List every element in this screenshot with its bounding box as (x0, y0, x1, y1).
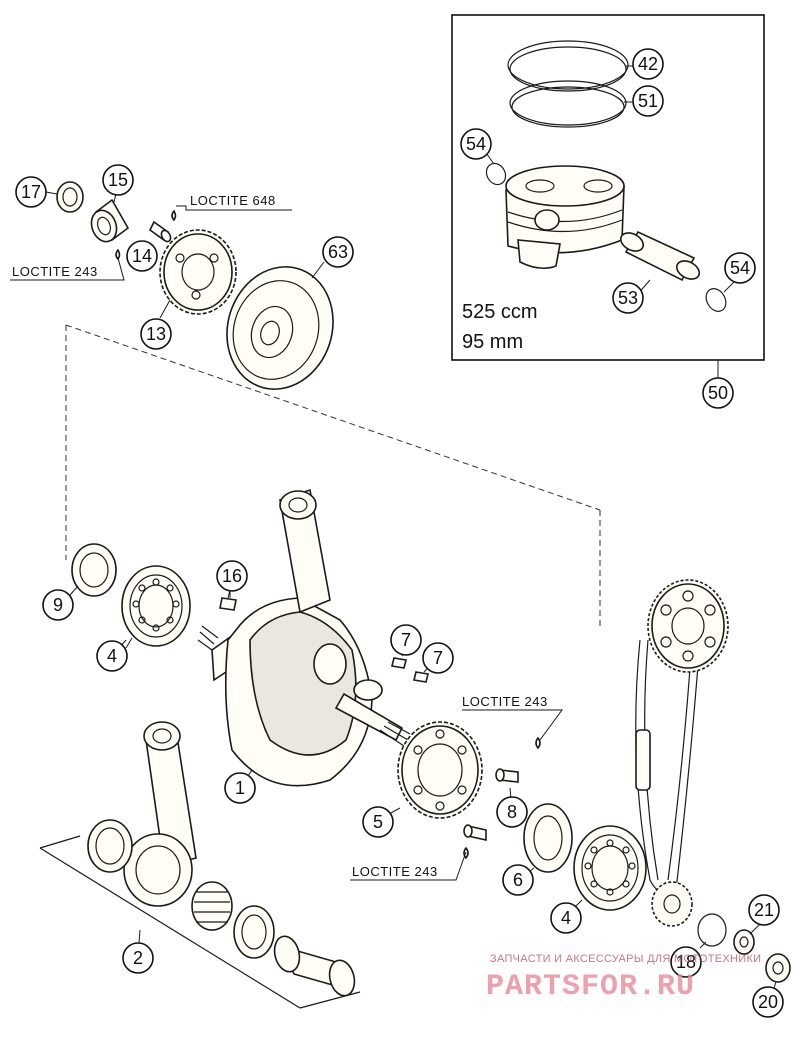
woodruff-key-right (391, 657, 429, 683)
main-bearing-right (573, 825, 647, 911)
svg-text:4: 4 (561, 908, 571, 928)
thrust-washer (523, 803, 573, 873)
callout-51: 51 (632, 85, 664, 117)
callout-4-right: 4 (550, 902, 582, 934)
sprocket-washer (733, 923, 761, 955)
watermark-logo: PARTSFOR.RU (486, 970, 695, 1004)
connecting-rod-kit (39, 721, 361, 1009)
bore-label: 95 mm (462, 331, 523, 353)
callout-13: 13 (140, 318, 172, 350)
svg-text:13: 13 (146, 324, 166, 344)
oil-seal (45, 181, 84, 213)
svg-text:20: 20 (758, 992, 778, 1012)
displacement-label: 525 ccm (462, 301, 538, 323)
callout-50: 50 (702, 377, 734, 409)
callout-42: 42 (632, 48, 664, 80)
callout-15: 15 (102, 164, 134, 196)
svg-text:54: 54 (466, 134, 486, 154)
svg-text:1: 1 (235, 778, 245, 798)
svg-text:51: 51 (638, 91, 658, 111)
callout-2: 2 (122, 942, 154, 974)
svg-text:8: 8 (507, 802, 517, 822)
svg-text:14: 14 (132, 246, 152, 266)
svg-text:63: 63 (328, 242, 348, 262)
crank-pin-washer-right (233, 905, 275, 959)
svg-text:2: 2 (133, 948, 143, 968)
crankshaft (197, 597, 411, 787)
loctite-648-note: LOCTITE 648 (190, 193, 276, 208)
watermark: ЗАПЧАСТИ И АКСЕССУАРЫ ДЛЯ МОТОТЕХНИКИ PA… (486, 953, 761, 1004)
svg-text:7: 7 (433, 648, 443, 668)
svg-text:50: 50 (708, 383, 728, 403)
piston-pin (619, 230, 701, 282)
callout-7-left: 7 (390, 624, 422, 656)
balancer-drive-gear (397, 721, 483, 819)
loctite-243-note-upper: LOCTITE 243 (12, 264, 98, 279)
piston-pin-circlip-left (483, 149, 507, 186)
gear-bolt-lower (463, 824, 487, 860)
svg-text:17: 17 (21, 182, 41, 202)
callout-54-left: 54 (460, 128, 492, 160)
svg-text:15: 15 (108, 170, 128, 190)
gear-bolt-upper (495, 736, 541, 783)
callout-9: 9 (42, 589, 74, 621)
callout-63: 63 (322, 236, 354, 268)
callout-8: 8 (496, 796, 528, 828)
primary-gear (159, 229, 237, 319)
crankshaft-seal (71, 543, 117, 597)
callout-16: 16 (216, 560, 248, 592)
callout-18: 18 (670, 946, 702, 978)
needle-bearing (191, 881, 233, 931)
svg-text:4: 4 (107, 646, 117, 666)
callout-20: 20 (752, 986, 784, 1018)
svg-text:21: 21 (754, 900, 774, 920)
svg-text:18: 18 (676, 952, 696, 972)
callout-7-right: 7 (422, 642, 454, 674)
watermark-tagline: ЗАПЧАСТИ И АКСЕССУАРЫ ДЛЯ МОТОТЕХНИКИ (490, 953, 761, 965)
svg-text:16: 16 (222, 566, 242, 586)
loctite-drop (115, 209, 177, 261)
callout-14: 14 (126, 240, 158, 272)
loctite-243-note-lower: LOCTITE 243 (352, 864, 438, 879)
bushing (90, 193, 130, 243)
woodruff-key-left (219, 592, 237, 611)
svg-text:6: 6 (513, 870, 523, 890)
crankshaft-sprocket (651, 881, 693, 927)
camshaft-sprocket (647, 579, 729, 673)
main-bearing-left (121, 565, 191, 649)
flywheel (226, 261, 334, 390)
sprocket-nut (765, 953, 791, 983)
sprocket-circlip (697, 913, 727, 949)
connecting-rod-upper (279, 488, 331, 614)
piston-pin-circlip-right (705, 279, 737, 312)
crank-pin (273, 935, 356, 997)
gear-screw (148, 220, 172, 243)
loctite-243-note-middle: LOCTITE 243 (462, 694, 548, 709)
piston-ring-second (509, 80, 634, 128)
callout-54-right: 54 (724, 252, 756, 284)
piston-ring-top (507, 40, 634, 92)
svg-text:9: 9 (53, 595, 63, 615)
svg-text:7: 7 (401, 630, 411, 650)
svg-text:54: 54 (730, 258, 750, 278)
svg-text:53: 53 (618, 288, 638, 308)
svg-text:5: 5 (373, 812, 383, 832)
callout-5: 5 (362, 806, 394, 838)
callout-4-left: 4 (96, 640, 128, 672)
callout-6: 6 (502, 864, 534, 896)
svg-text:42: 42 (638, 54, 658, 74)
callout-21: 21 (748, 894, 780, 926)
crank-pin-washer-left (87, 819, 133, 873)
piston-kit-box (451, 14, 765, 378)
callout-53: 53 (612, 282, 644, 314)
timing-chain (635, 639, 701, 894)
callout-1: 1 (224, 772, 256, 804)
callout-17: 17 (15, 176, 47, 208)
piston (505, 165, 625, 270)
